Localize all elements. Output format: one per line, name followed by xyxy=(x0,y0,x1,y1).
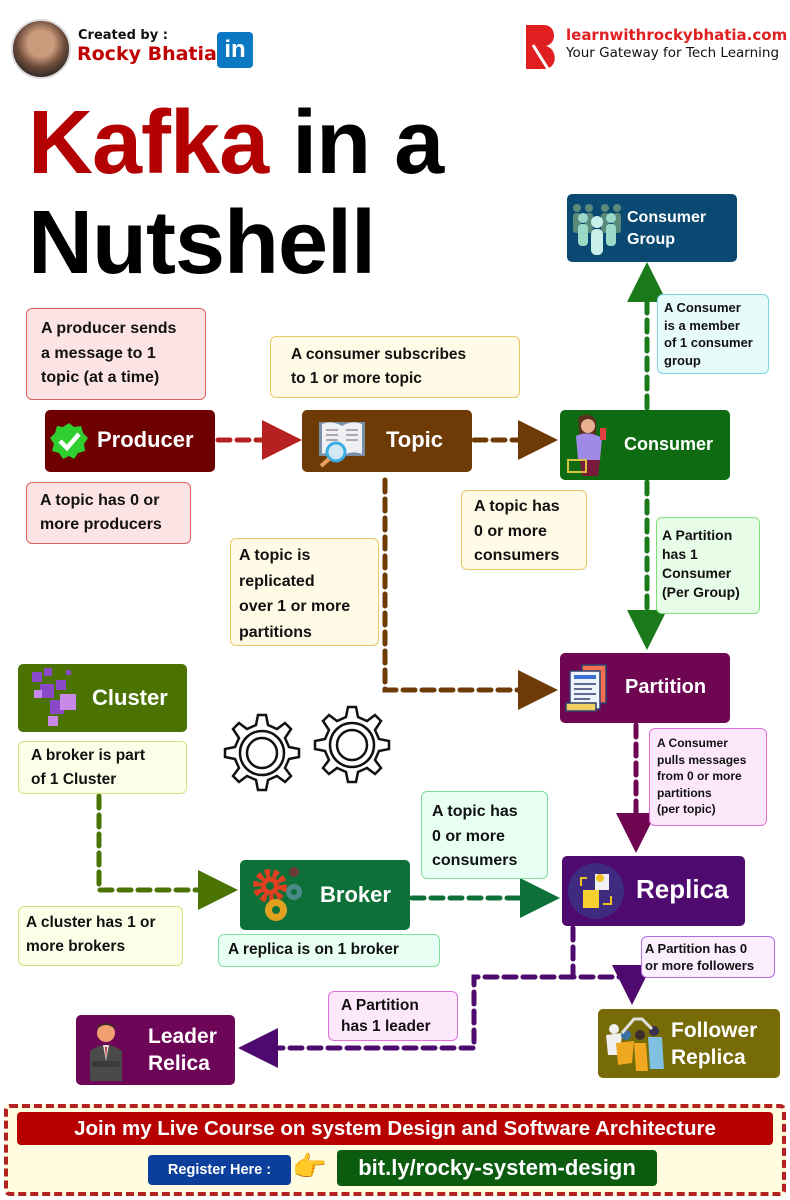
pointing-hand-icon: 👉 xyxy=(292,1150,327,1183)
node-label: Follower Replica xyxy=(671,1017,757,1071)
people-group-icon xyxy=(573,204,621,255)
note-topic-producers: A topic has 0 or more producers xyxy=(26,482,191,544)
documents-icon xyxy=(565,664,607,712)
shopper-icon xyxy=(567,414,606,476)
node-label: Cluster xyxy=(92,685,168,710)
linkedin-icon[interactable]: in xyxy=(217,32,253,68)
note-partition-followers: A Partition has 0 or more followers xyxy=(641,936,775,978)
arrow-cluster-broker xyxy=(96,793,238,910)
note-partition-consumer: A Partition has 1 Consumer (Per Group) xyxy=(656,517,760,614)
note-replica-broker: A replica is on 1 broker xyxy=(218,934,440,967)
node-cluster[interactable]: Cluster xyxy=(18,664,187,732)
node-topic[interactable]: Topic xyxy=(302,410,472,472)
created-by-label: Created by : xyxy=(78,28,168,43)
site-tagline: Your Gateway for Tech Learning xyxy=(566,45,780,61)
node-label: Topic xyxy=(386,427,444,452)
businessman-icon xyxy=(90,1023,122,1081)
book-magnifier-icon xyxy=(319,422,365,468)
node-consumer[interactable]: Consumer xyxy=(560,410,730,480)
note-consumer-pulls: A Consumer pulls messages from 0 or more… xyxy=(649,728,767,826)
page-title: Kafka in a Nutshell xyxy=(28,93,444,293)
note-producer-sends: A producer sends a message to 1 topic (a… xyxy=(26,308,206,400)
title-rest: in a xyxy=(292,93,444,193)
node-label: Leader Relica xyxy=(148,1023,217,1077)
document-sync-icon xyxy=(568,863,624,919)
course-cta[interactable]: Join my Live Course on system Design and… xyxy=(17,1112,773,1145)
node-leader-replica[interactable]: Leader Relica xyxy=(76,1015,235,1085)
label-line2: Relica xyxy=(148,1052,210,1075)
label-line1: Follower xyxy=(671,1019,758,1042)
label-line1: Leader xyxy=(148,1025,217,1048)
node-label: Replica xyxy=(636,874,729,904)
node-producer[interactable]: Producer xyxy=(45,410,215,472)
gears-outline-icon xyxy=(223,705,391,792)
note-cluster-brokers: A cluster has 1 or more brokers xyxy=(18,906,183,966)
note-partition-leader: A Partition has 1 leader xyxy=(328,991,458,1041)
course-link[interactable]: bit.ly/rocky-system-design xyxy=(337,1150,657,1186)
node-label: Producer xyxy=(97,427,194,452)
note-topic-consumers-1: A topic has 0 or more consumers xyxy=(461,490,587,570)
node-replica[interactable]: Replica xyxy=(562,856,745,926)
node-consumer-group[interactable]: Consumer Group xyxy=(567,194,737,262)
arrow-replica-follower xyxy=(570,925,652,1005)
node-follower-replica[interactable]: Follower Replica xyxy=(598,1009,780,1078)
note-consumer-member: A Consumer is a member of 1 consumer gro… xyxy=(657,294,769,374)
arrow-topic-partition xyxy=(382,477,558,710)
node-label: Consumer Group xyxy=(627,207,706,251)
label-line1: Consumer xyxy=(627,209,707,226)
cubes-icon xyxy=(32,668,76,726)
gears-icon xyxy=(253,867,302,921)
check-badge-icon xyxy=(50,423,88,459)
site-logo-icon xyxy=(526,25,555,70)
site-url[interactable]: learnwithrockybhatia.com xyxy=(566,26,788,44)
node-partition[interactable]: Partition xyxy=(560,653,730,723)
note-topic-consumers-2: A topic has 0 or more consumers xyxy=(421,791,548,879)
node-broker[interactable]: Broker xyxy=(240,860,410,930)
note-topic-replicated: A topic is replicated over 1 or more par… xyxy=(230,538,379,646)
title-line2: Nutshell xyxy=(28,193,376,293)
note-broker-cluster: A broker is part of 1 Cluster xyxy=(18,741,187,794)
author-avatar xyxy=(11,19,71,79)
author-name: Rocky Bhatia xyxy=(77,43,217,65)
node-label: Partition xyxy=(625,676,707,698)
arrow-replica-leader xyxy=(238,974,576,1068)
title-highlight: Kafka xyxy=(28,93,269,193)
node-label: Consumer xyxy=(624,434,714,454)
label-line2: Group xyxy=(627,231,675,248)
register-button[interactable]: Register Here : xyxy=(148,1155,291,1185)
label-line2: Replica xyxy=(671,1046,746,1069)
team-high-five-icon xyxy=(606,1017,664,1071)
note-consumer-subscribes: A consumer subscribes to 1 or more topic xyxy=(270,336,520,398)
node-label: Broker xyxy=(320,882,391,907)
